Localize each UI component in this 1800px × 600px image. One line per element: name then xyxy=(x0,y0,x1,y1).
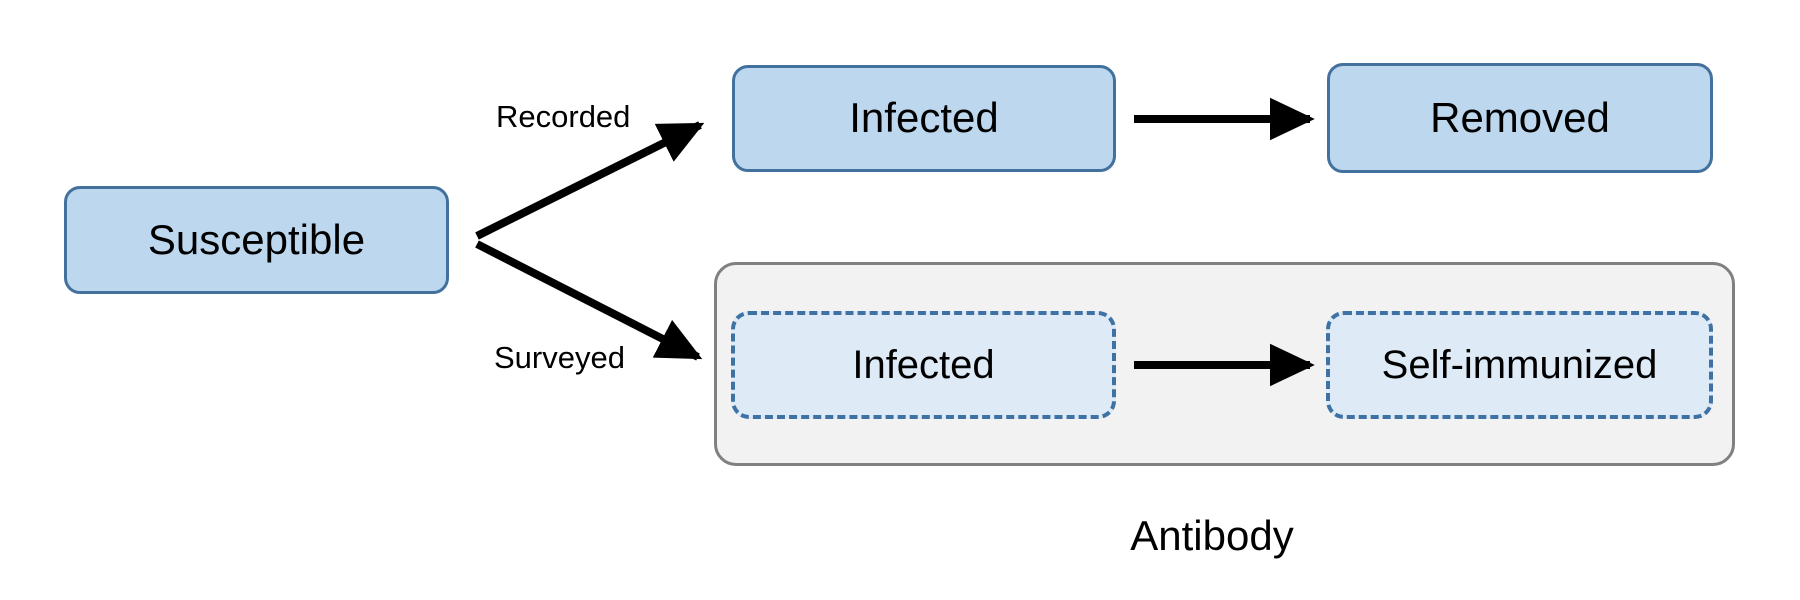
edge-susceptible-to-infected-recorded xyxy=(475,121,705,240)
edge-label-surveyed: Surveyed xyxy=(494,340,625,375)
node-infected-recorded-label: Infected xyxy=(849,94,999,142)
antibody-group-caption: Antibody xyxy=(1130,512,1294,559)
node-removed-label: Removed xyxy=(1430,93,1610,141)
node-infected-surveyed[interactable]: Infected xyxy=(731,311,1116,419)
edge-label-recorded: Recorded xyxy=(496,99,631,134)
node-removed[interactable]: Removed xyxy=(1327,63,1713,173)
node-self-immunized[interactable]: Self-immunized xyxy=(1326,311,1713,419)
node-susceptible[interactable]: Susceptible xyxy=(64,186,449,294)
node-infected-surveyed-label: Infected xyxy=(852,343,995,387)
node-susceptible-label: Susceptible xyxy=(147,215,366,263)
node-infected-recorded[interactable]: Infected xyxy=(732,65,1116,172)
node-self-immunized-label: Self-immunized xyxy=(1381,343,1658,387)
